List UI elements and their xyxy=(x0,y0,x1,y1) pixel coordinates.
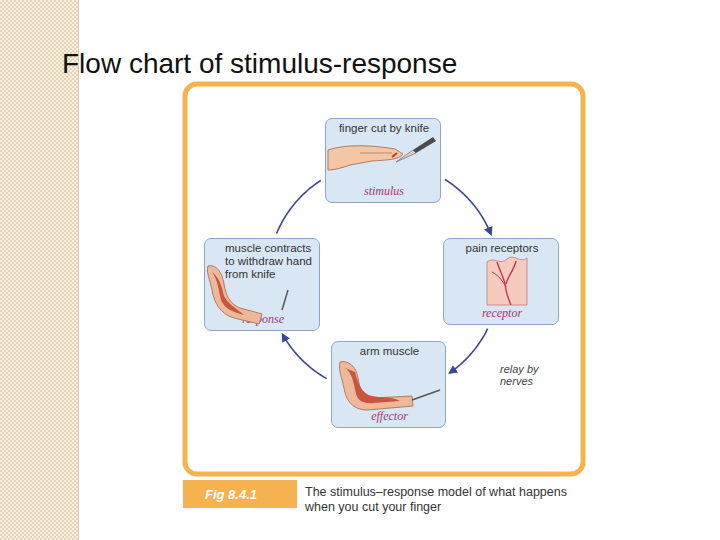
stage-label: effector xyxy=(332,410,447,423)
skin-block xyxy=(487,257,527,305)
stage-box: pain receptors receptor xyxy=(443,238,559,325)
box-text: muscle contracts to withdraw hand from k… xyxy=(225,242,321,281)
cycle-arrow xyxy=(445,179,491,234)
arm-muscle xyxy=(345,368,400,403)
knife-handle xyxy=(413,137,436,153)
knife-line xyxy=(412,390,440,400)
finger-line xyxy=(360,153,392,154)
figure-tab xyxy=(183,480,297,508)
diagram-title: Flow chart of stimulus-response xyxy=(62,48,457,80)
figure-caption: The stimulus–response model of what happ… xyxy=(305,485,585,515)
nerve-fibre xyxy=(497,262,511,305)
cycle-arrow xyxy=(276,180,320,233)
stage-label: response xyxy=(205,313,321,326)
nerve-fibre xyxy=(492,272,506,287)
checkered-strip xyxy=(0,0,79,540)
edge-label: relay by nerves xyxy=(500,363,552,387)
stage-box: finger cut by knife stimulus xyxy=(325,118,441,203)
nerve-fibre xyxy=(506,261,516,284)
response-illustration xyxy=(207,266,288,324)
arm-muscle xyxy=(212,272,244,315)
knife-blade xyxy=(396,150,416,162)
stage-label: stimulus xyxy=(326,185,442,198)
arm-illustration xyxy=(339,362,440,410)
cycle-arrow xyxy=(283,334,327,378)
stage-box: muscle contracts to withdraw hand from k… xyxy=(204,238,320,331)
hand-illustration xyxy=(328,137,436,170)
cut-mark xyxy=(392,153,397,157)
stage-box: arm muscle effector xyxy=(331,341,446,428)
cycle-arrow xyxy=(450,329,488,373)
stage-label: receptor xyxy=(444,307,560,320)
box-text: arm muscle xyxy=(332,345,447,358)
figure-frame xyxy=(185,84,583,474)
hand-shape xyxy=(328,146,403,170)
box-text: finger cut by knife xyxy=(326,122,442,135)
knife-line xyxy=(282,290,288,310)
arm-shape xyxy=(207,266,262,324)
box-text: pain receptors xyxy=(444,242,560,255)
receptor-illustration xyxy=(487,257,527,305)
figure-number: Fig 8.4.1 xyxy=(205,487,257,502)
arm-shape xyxy=(339,362,413,410)
